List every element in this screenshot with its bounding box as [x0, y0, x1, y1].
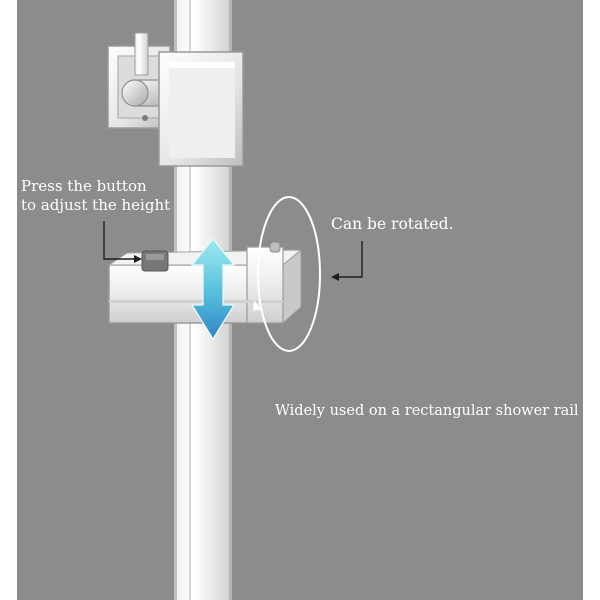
shower-rail-illustration	[103, 0, 363, 600]
up-down-arrow-icon	[190, 238, 236, 341]
rotation-ring-icon	[253, 196, 321, 352]
release-button	[141, 250, 169, 272]
press-caption-line-2: to adjust the height	[21, 196, 171, 214]
press-button-caption: Press the button to adjust the height	[21, 177, 170, 215]
pointer-lines	[103, 221, 363, 281]
compatibility-caption: Widely used on a rectangular shower rail…	[275, 403, 583, 419]
press-caption-line-1: Press the button	[21, 177, 147, 195]
wall-bracket	[107, 32, 244, 167]
product-illustration-panel: Press the button to adjust the height Ca…	[17, 0, 583, 600]
rotation-caption: Can be rotated.	[331, 215, 454, 233]
